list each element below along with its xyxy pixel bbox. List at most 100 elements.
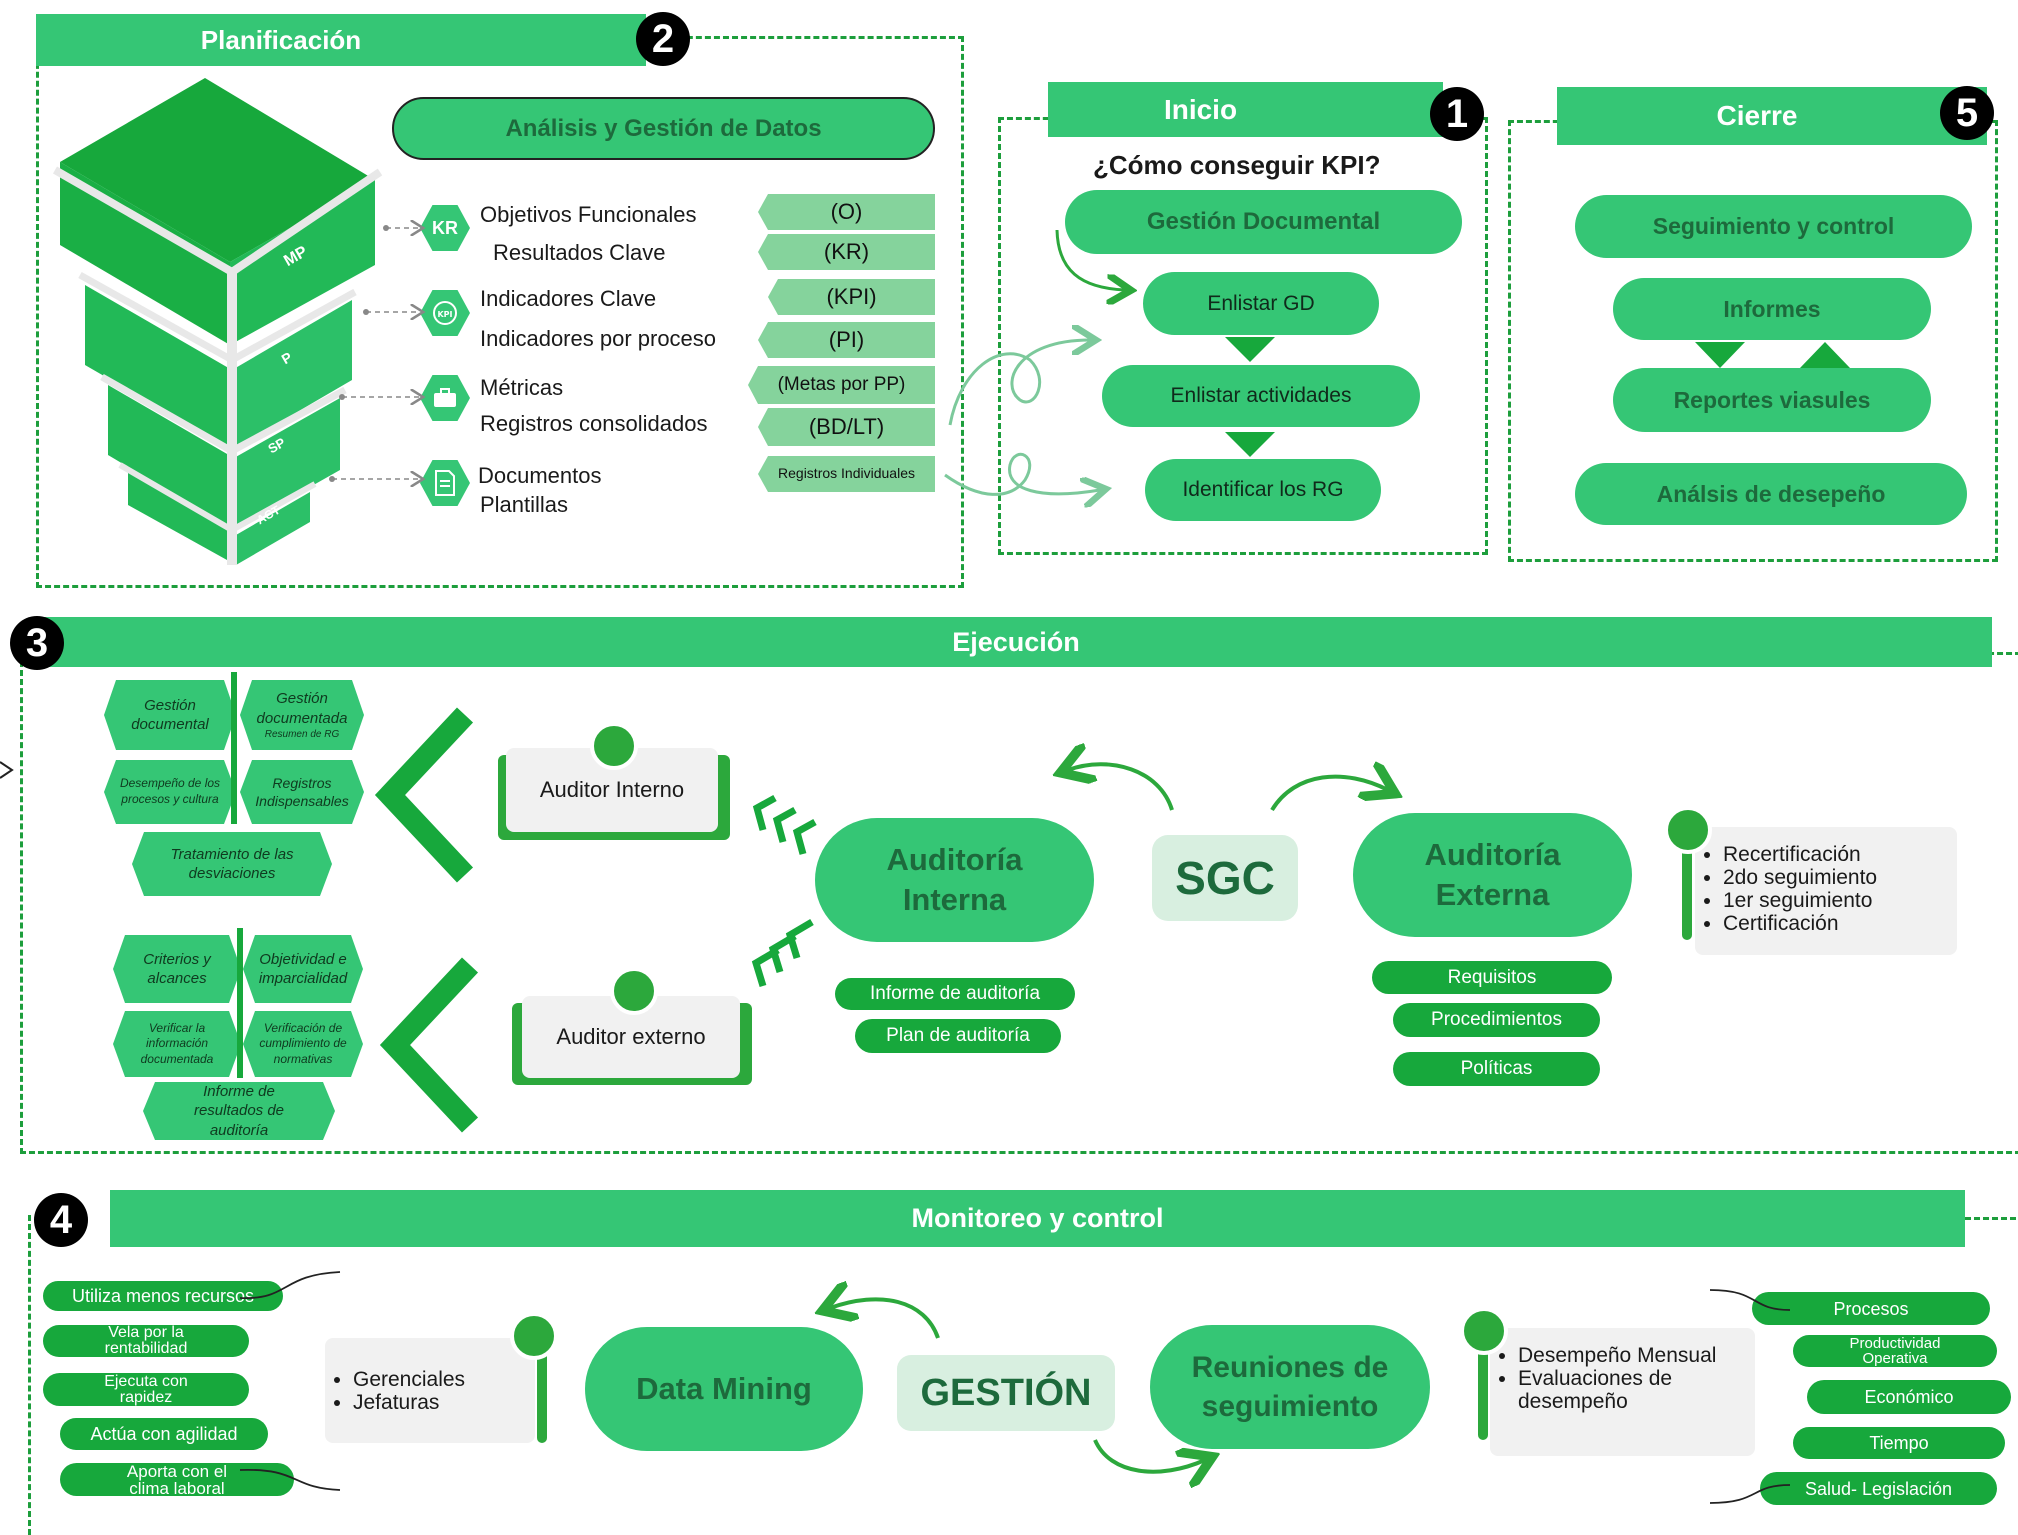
tag-vela-rentabilidad: Vela por la rentabilidad [43, 1325, 249, 1357]
hex-verificar-informacion: Verificar la información documentada [113, 1011, 241, 1077]
cierre-analisis: Análsis de desepeño [1575, 463, 1967, 525]
label-plantillas: Plantillas [480, 492, 569, 517]
data-mining-list-dot [510, 1312, 558, 1360]
tag-o: (O) [758, 194, 935, 230]
label-registros-consolidados: Registros consolidados [480, 411, 708, 436]
monitoreo-panel-border [28, 1215, 31, 1535]
data-mining-list-bar [537, 1345, 547, 1443]
tag-politicas: Políticas [1393, 1052, 1600, 1086]
step-enlistar-gd: Enlistar GD [1143, 272, 1379, 335]
tag-kr: (KR) [758, 234, 935, 270]
externa-list-card: Recertificación 2do seguimiento 1er segu… [1695, 827, 1957, 955]
tag-tiempo: Tiempo [1793, 1427, 2005, 1459]
triple-chevron-up [752, 794, 817, 855]
auditor-interno-label: Auditor Interno [539, 777, 685, 802]
data-mining-list-card: Gerenciales Jefaturas [325, 1338, 535, 1443]
label-indicadores-proceso: Indicadores por proceso [480, 326, 717, 351]
externa-list-bar [1682, 845, 1692, 940]
tag-kpi: (KPI) [768, 279, 935, 315]
auditoria-externa-line1: Auditoría [1424, 836, 1561, 872]
briefcase-icon [420, 375, 470, 421]
externo-hex-divider [237, 928, 243, 1078]
hex-gestion-documentada: Gestión documentada Resumen de RG [240, 680, 364, 750]
gestion-box: GESTIÓN [897, 1355, 1115, 1431]
ejecucion-title: Ejecución [40, 617, 1992, 667]
auditoria-interna-pill: Auditoría Interna [815, 818, 1094, 942]
hex-verificacion-normativas: Verificación de cumplimiento de normativ… [243, 1011, 363, 1077]
hex-registros-indispensables: Registros Indispensables [240, 760, 364, 824]
hex-objetividad: Objetividad e imparcialidad [243, 935, 363, 1003]
auditoria-interna-line1: Auditoría [886, 841, 1023, 877]
step-enlistar-actividades: Enlistar actividades [1102, 365, 1420, 427]
step-number-4: 4 [34, 1193, 88, 1247]
reuniones-list-item: Evaluaciones de desempeño [1518, 1367, 1755, 1413]
externa-list-item: 1er seguimiento [1723, 889, 1957, 912]
tag-metas-pp: (Metas por PP) [748, 366, 935, 404]
left-bracket [239, 1271, 341, 1299]
tag-productividad-operativa: Productividad Operativa [1793, 1335, 1997, 1367]
auditor-externo-card: Auditor externo [522, 996, 740, 1078]
auditor-externo-dot [610, 967, 658, 1015]
gestion-right-arrow [1093, 1439, 1205, 1472]
analysis-title-pill: Análisis y Gestión de Datos [392, 97, 935, 160]
reuniones-list-bar [1478, 1345, 1488, 1440]
loop-arrows [944, 340, 1100, 494]
reuniones-list: Desempeño Mensual Evaluaciones de desemp… [1490, 1344, 1755, 1413]
kpi-icon: KPI [420, 290, 470, 336]
tag-ejecuta-rapidez: Ejecuta con rapidez [43, 1373, 249, 1406]
tag-actua-agilidad: Actúa con agilidad [60, 1418, 268, 1450]
reuniones-line1: Reuniones de [1191, 1351, 1389, 1384]
externa-list-item: Certificación [1723, 912, 1957, 935]
tag-bd-lt: (BD/LT) [758, 408, 935, 446]
document-icon [420, 460, 470, 506]
auditoria-interna-line2: Interna [902, 882, 1007, 917]
interno-hex-divider [231, 672, 237, 824]
data-mining-list-item: Jefaturas [353, 1391, 535, 1414]
kpi-icon-text: KPI [437, 310, 452, 319]
inicio-title: Inicio [1048, 82, 1443, 137]
sgc-left-arrow [1068, 764, 1174, 811]
hex-criterios-alcances: Criterios y alcances [113, 935, 241, 1003]
hex-informe-resultados: Informe de resultados de auditoría [143, 1082, 335, 1140]
step-identificar-rg: Identificar los RG [1145, 459, 1381, 521]
kr-icon: KR [420, 205, 470, 251]
cierre-reportes: Reportes viasules [1613, 368, 1931, 432]
tag-procesos: Procesos [1752, 1292, 1990, 1325]
reuniones-list-card: Desempeño Mensual Evaluaciones de desemp… [1490, 1328, 1755, 1456]
auditoria-externa-line2: Externa [1435, 877, 1550, 912]
gestion-documental-pill: Gestión Documental [1065, 190, 1462, 254]
label-resultados-clave: Resultados Clave [493, 240, 666, 265]
label-documentos: Documentos [478, 463, 602, 488]
sgc-right-arrow [1270, 777, 1388, 812]
tag-plan-auditoria: Plan de auditoría [855, 1019, 1061, 1053]
tag-procedimientos: Procedimientos [1393, 1003, 1600, 1037]
reuniones-list-dot [1460, 1307, 1508, 1355]
externa-list-item: Recertificación [1723, 843, 1957, 866]
externa-list-item: 2do seguimiento [1723, 866, 1957, 889]
hex-gestion-documental: Gestión documental [104, 680, 236, 750]
cierre-informes: Informes [1613, 278, 1931, 340]
tag-pi: (PI) [758, 322, 935, 358]
step-number-1: 1 [1430, 87, 1484, 141]
label-metricas: Métricas [480, 375, 564, 400]
tag-informe-auditoria: Informe de auditoría [835, 978, 1075, 1010]
sgc-box: SGC [1152, 835, 1298, 921]
tag-requisitos: Requisitos [1372, 961, 1612, 994]
monitoreo-title: Monitoreo y control [110, 1190, 1965, 1247]
chevron-interno [374, 707, 474, 883]
reuniones-line2: seguimiento [1201, 1390, 1379, 1423]
planificacion-title: Planificación [36, 14, 646, 66]
data-mining-list-item: Gerenciales [353, 1368, 535, 1391]
pyramid-pointers [332, 228, 420, 479]
auditoria-externa-pill: Auditoría Externa [1353, 813, 1632, 937]
step-number-2: 2 [636, 12, 690, 66]
reuniones-pill: Reuniones de seguimiento [1150, 1325, 1430, 1449]
gestion-to-enlistar-arrow [1055, 229, 1125, 290]
label-objetivos-funcionales: Objetivos Funcionales [480, 202, 697, 227]
kpi-question: ¿Cómo conseguir KPI? [1093, 150, 1381, 180]
auditor-interno-dot [590, 722, 638, 770]
externa-list-dot [1664, 806, 1712, 854]
pyramid-layers [53, 78, 383, 565]
reuniones-list-item: Desempeño Mensual [1518, 1344, 1755, 1367]
tag-economico: Económico [1807, 1380, 2011, 1414]
